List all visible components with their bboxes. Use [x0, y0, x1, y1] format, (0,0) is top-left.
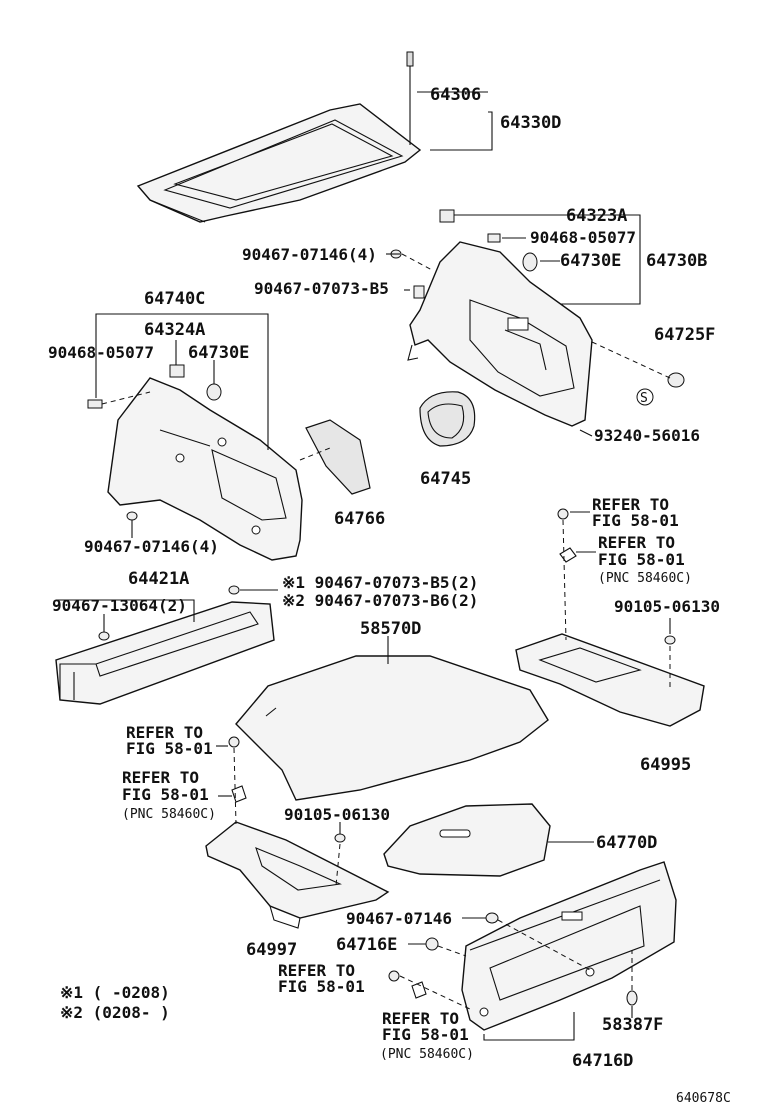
refer-to-left-2: REFER TO — [122, 768, 199, 787]
screw-90467-07073-B5 — [413, 285, 425, 299]
label-64306: 64306 — [430, 85, 481, 105]
screw-90467-07146-right — [390, 249, 433, 271]
label-64997: 64997 — [246, 940, 297, 960]
label-90468-05077-left: 90468-05077 — [48, 343, 154, 362]
pnc-right: (PNC 58460C) — [598, 571, 692, 586]
label-64730E-right: 64730E — [560, 251, 621, 271]
floor-mat-58570D — [235, 655, 549, 801]
clip-64730E-left — [206, 383, 222, 401]
label-90467-07146-4-right: 90467-07146(4) — [242, 245, 377, 264]
label-58387F: 58387F — [602, 1015, 663, 1035]
refer-to-rear-1: REFER TO — [278, 961, 355, 980]
fig-left-1: FIG 58-01 — [126, 739, 213, 758]
label-64745: 64745 — [420, 469, 471, 489]
fig-right-2: FIG 58-01 — [598, 550, 685, 569]
sill-trim-64421A — [55, 601, 275, 705]
label-58570D: 58570D — [360, 619, 421, 639]
refer-clip-rear — [388, 970, 473, 1011]
storage-box-64995 — [515, 633, 705, 727]
fastener-64725F — [591, 341, 685, 388]
fig-left-2: FIG 58-01 — [122, 785, 209, 804]
label-64323A: 64323A — [566, 206, 627, 226]
label-90467-13064: 90467-13064(2) — [52, 596, 187, 615]
package-tray-trim — [136, 103, 422, 223]
clip-64716E — [425, 937, 467, 957]
pnc-left: (PNC 58460C) — [122, 807, 216, 822]
label-90467-07073-B5: 90467-07073-B5 — [254, 279, 389, 298]
left-quarter-trim — [107, 377, 303, 561]
label-93240-56016: 93240-56016 — [594, 426, 700, 445]
label-b1-note: ※1 90467-07073-B5(2) — [282, 573, 478, 592]
clip-58387F — [626, 950, 638, 1006]
screw-90467-13064 — [98, 631, 110, 641]
label-90467-07146: 90467-07146 — [346, 909, 452, 928]
screw-90467-07073-B6 — [228, 585, 240, 595]
clip-64730E-right — [522, 252, 538, 272]
refer-to-right-2: REFER TO — [598, 533, 675, 552]
label-64716E: 64716E — [336, 935, 397, 955]
rear-trim-64716D — [461, 861, 677, 1031]
speaker-cover-64745 — [419, 391, 476, 447]
footnote-2: ※2 (0208- ) — [60, 1003, 170, 1022]
label-64730E-left: 64730E — [188, 343, 249, 363]
label-64740C: 64740C — [144, 289, 205, 309]
label-64766: 64766 — [334, 509, 385, 529]
refer-to-left-1: REFER TO — [126, 723, 203, 742]
label-90105-06130-right: 90105-06130 — [614, 597, 720, 616]
rod-64306 — [406, 51, 414, 145]
clip-64324A — [169, 364, 185, 378]
clip-90468-05077-right — [487, 233, 501, 243]
label-90105-06130-left: 90105-06130 — [284, 805, 390, 824]
fig-rear-2: FIG 58-01 — [382, 1025, 469, 1044]
label-64330D: 64330D — [500, 113, 561, 133]
s-mark-text: S — [640, 391, 648, 406]
s-mark: S — [636, 388, 654, 406]
pnc-rear: (PNC 58460C) — [380, 1047, 474, 1062]
label-64725F: 64725F — [654, 325, 715, 345]
label-64716D: 64716D — [572, 1051, 633, 1071]
right-quarter-trim — [407, 241, 593, 427]
pocket-64766 — [299, 419, 371, 495]
clip-90468-05077-left — [87, 391, 151, 409]
refer-to-right-1: REFER TO — [592, 495, 669, 514]
label-64770D: 64770D — [596, 833, 657, 853]
label-64324A: 64324A — [144, 320, 205, 340]
cover-board-64770D — [383, 803, 551, 877]
footnote-1: ※1 ( -0208) — [60, 983, 170, 1002]
label-b2-note: ※2 90467-07073-B6(2) — [282, 591, 478, 610]
fig-rear-1: FIG 58-01 — [278, 977, 365, 996]
label-90467-07146-4-left: 90467-07146(4) — [84, 537, 219, 556]
label-64995: 64995 — [640, 755, 691, 775]
clip-64323A — [439, 209, 455, 223]
screw-90467-07146-left — [126, 511, 138, 521]
diagram-code: 640678C — [676, 1091, 731, 1106]
label-64421A: 64421A — [128, 569, 189, 589]
fig-right-1: FIG 58-01 — [592, 511, 679, 530]
screw-90105-06130-right — [664, 635, 676, 688]
label-64730B: 64730B — [646, 251, 707, 271]
refer-to-rear-2: REFER TO — [382, 1009, 459, 1028]
refer-clip-left — [228, 736, 247, 825]
storage-box-64997 — [205, 821, 390, 929]
label-90468-05077-right: 90468-05077 — [530, 228, 636, 247]
refer-clip-right — [557, 508, 577, 641]
